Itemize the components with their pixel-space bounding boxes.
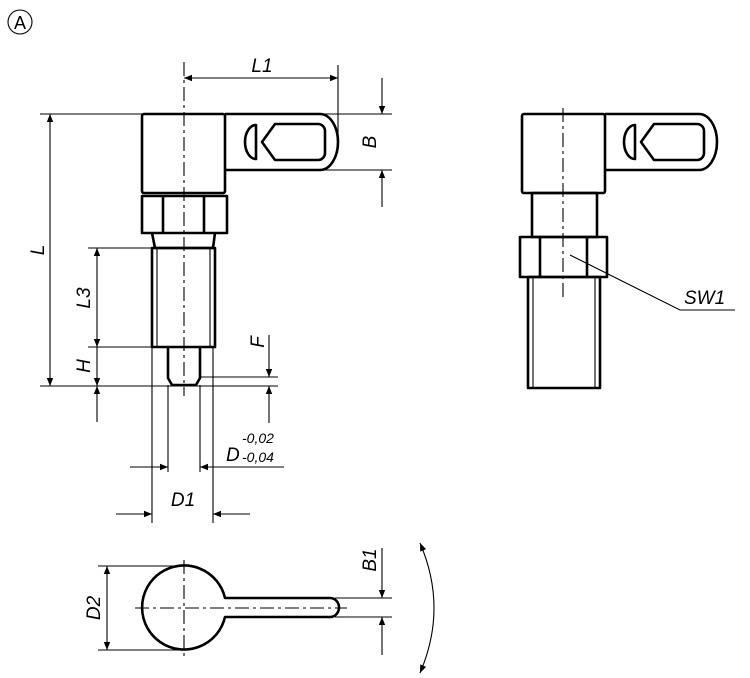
top-view: D2 B1	[84, 542, 435, 674]
dim-l-label: L	[28, 245, 49, 256]
front-view	[140, 62, 340, 396]
view-marker-a: A	[7, 9, 33, 35]
dim-h-label: H	[74, 359, 95, 373]
dim-l3-label: L3	[74, 287, 95, 309]
view-marker-label: A	[14, 13, 26, 33]
dim-d-label: D	[226, 445, 240, 466]
dim-d1-label: D1	[171, 490, 195, 511]
dimensions-front: L1 B L L3 H F D -0,02 -0,04 D1	[28, 56, 392, 523]
dim-d2-label: D2	[84, 595, 105, 620]
dim-b1-label: B1	[360, 548, 381, 571]
rotation-arrow-icon	[419, 542, 435, 674]
dim-d-upper-tolerance: -0,02	[242, 430, 274, 446]
dim-b-label: B	[360, 135, 381, 148]
dim-f-label: F	[248, 335, 269, 348]
dim-d-lower-tolerance: -0,04	[242, 449, 274, 465]
dim-sw1-label: SW1	[684, 288, 725, 309]
side-view: SW1	[518, 108, 735, 390]
dim-l1-label: L1	[251, 56, 272, 77]
